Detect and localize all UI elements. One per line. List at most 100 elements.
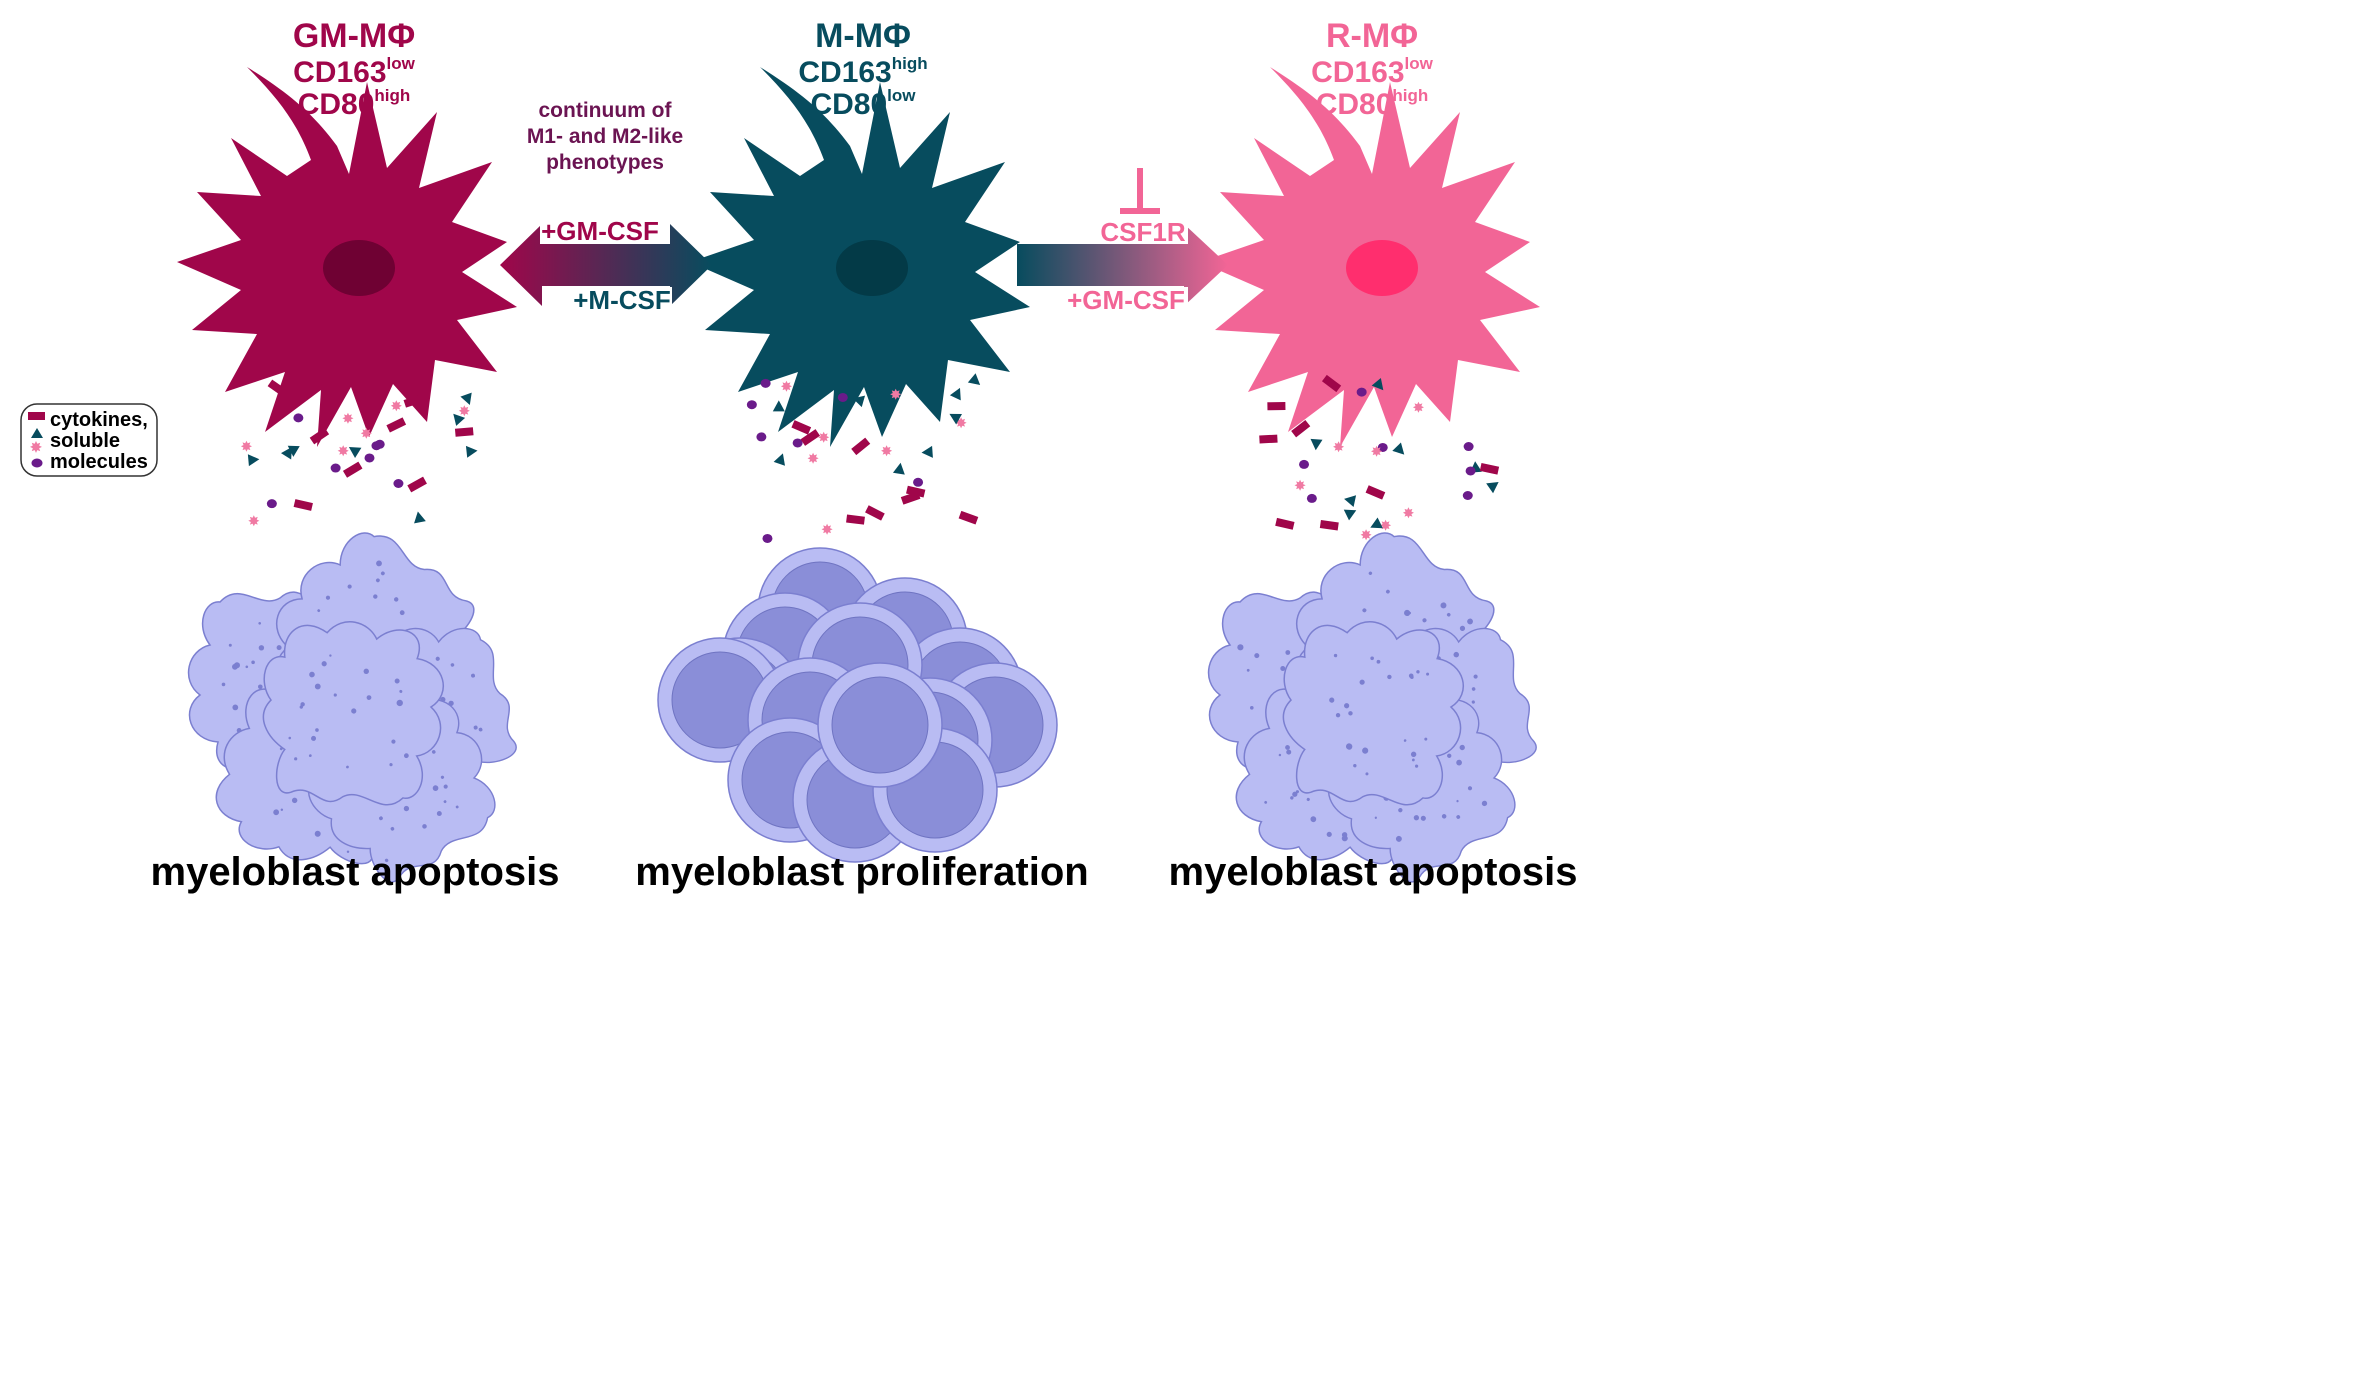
molecule-dot [1377,442,1388,452]
molecule-star: ✸ [807,451,819,466]
r-nucleus [1346,240,1418,296]
molecule-star: ✸ [780,379,792,394]
molecule-triangle [465,445,478,458]
cytokine-rect [1319,520,1339,531]
secreted-molecules: ✸✸✸✸✸✸✸✸✸✸✸✸✸✸✸✸✸✸✸✸✸ [240,373,1500,543]
molecule-dot [792,438,803,448]
molecule-dot [1462,490,1473,500]
continuum-arrow: continuum of M1- and M2-like phenotypes … [500,99,712,315]
arrow-right-gmcsf-label: +GM-CSF [1067,285,1185,315]
apoptotic-myeloblast [1273,613,1470,812]
molecule-star: ✸ [817,430,829,445]
cytokine-rect [851,437,871,456]
m-cd80-sup: low [887,86,916,105]
molecule-dot [760,378,771,388]
molecule-triangle [1486,481,1499,494]
gm-outcome-label: myeloblast apoptosis [151,850,560,894]
molecule-star: ✸ [1360,528,1372,543]
molecule-dot [1465,466,1476,476]
molecule-triangle [348,447,362,458]
cytokine-rect [958,510,979,525]
legend-line1: cytokines, [50,409,148,431]
cytokine-rect [1275,517,1295,530]
gm-cd80-sup: high [374,86,410,105]
apoptotic-myeloblasts-right [1207,509,1550,902]
cytokine-rect [1321,374,1342,393]
cytokine-rect [386,417,407,433]
gm-title: GM-MΦ [293,17,415,55]
cytokine-rect [1259,434,1278,444]
right-arrow-shape [1017,224,1228,306]
cytokine-rect [791,420,812,435]
cytokine-rect [1479,463,1500,475]
molecule-star: ✸ [240,439,252,454]
m-cd163-sup: high [892,54,928,73]
molecule-triangle [453,413,466,426]
m-macrophage [690,67,1030,447]
continuum-note-line3: phenotypes [546,151,664,174]
cytokine-rect [865,505,885,521]
cytokine-rect [267,379,287,397]
molecule-dot [374,439,385,449]
molecule-star: ✸ [1402,506,1414,521]
apoptotic-myeloblast [253,613,450,812]
molecule-triangle [892,462,905,475]
cytokine-rect [846,514,865,525]
molecule-star: ✸ [360,426,372,441]
r-cd163-label: CD163 [1311,56,1404,89]
molecule-triangle [1343,509,1357,521]
arrow-csf1r-label: CSF1R [1100,217,1185,247]
legend-triangle [31,428,43,438]
cytokine-rect [1291,419,1311,438]
molecule-dot [913,477,924,487]
cytokine-rect [454,427,474,437]
myeloblast-cell [817,662,943,788]
molecule-triangle [1344,495,1357,508]
proliferating-myeloblasts [657,547,1058,863]
svg-text:CD80low: CD80low [810,86,916,121]
legend-dot [31,458,43,468]
continuum-note-line1: continuum of [539,99,673,122]
cytokine-rect [906,485,926,498]
molecule-dot [293,413,304,423]
cytokine-rect [800,429,821,446]
m-nucleus [836,240,908,296]
cytokine-rect [1267,401,1286,411]
gm-macrophage-header: GM-MΦ CD163low CD80high [293,17,416,121]
continuum-note-line2: M1- and M2-like [527,125,683,148]
legend-line3: molecules [50,451,148,473]
legend-line2: soluble [50,430,120,452]
molecule-triangle [772,400,785,412]
arrow-gmcsf-label: +GM-CSF [541,216,659,246]
molecule-dot [330,463,341,473]
cytokine-rect [407,476,427,493]
molecule-star: ✸ [880,444,892,459]
svg-text:CD163low: CD163low [293,54,415,89]
molecule-star: ✸ [1412,400,1424,415]
apoptotic-myeloblasts-left [187,509,530,902]
molecule-triangle [460,392,472,405]
molecule-star: ✸ [390,398,402,413]
molecule-star: ✸ [1379,518,1391,533]
molecule-star: ✸ [342,411,354,426]
molecule-star: ✸ [821,522,833,537]
r-cd80-sup: high [1392,86,1428,105]
cytokine-rect [309,427,330,445]
svg-text:CD163high: CD163high [798,54,927,89]
cytokine-rect [403,394,424,408]
molecule-dot [837,392,848,402]
molecule-star: ✸ [458,403,470,418]
r-outcome-label: myeloblast apoptosis [1169,850,1578,894]
molecule-star: ✸ [337,443,349,458]
svg-text:CD163low: CD163low [1311,54,1433,89]
molecule-dot [266,499,277,509]
m-cd163-label: CD163 [798,56,891,89]
legend-box [20,403,158,477]
r-macrophage-header: R-MΦ CD163low CD80high [1311,17,1433,121]
gm-macrophage [177,67,517,447]
m-title: M-MΦ [815,17,911,55]
repolarization-arrow: CSF1R +GM-CSF [1017,168,1228,315]
gm-cd163-sup: low [387,54,416,73]
gm-cd163-label: CD163 [293,56,386,89]
